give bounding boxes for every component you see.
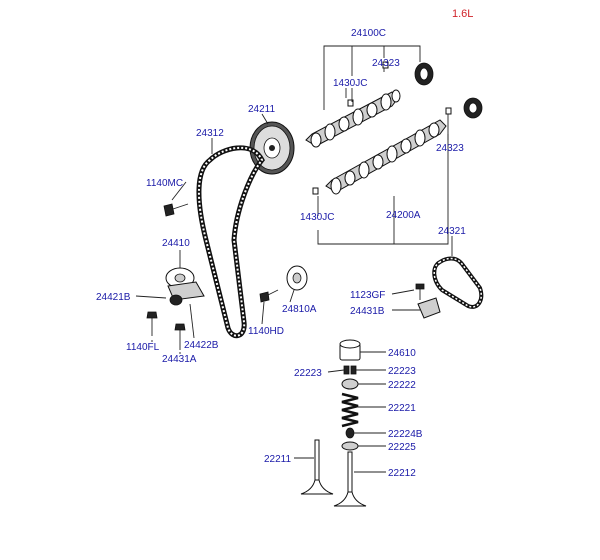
label-24211: 24211 xyxy=(248,104,276,115)
label-24323-right: 24323 xyxy=(436,143,464,154)
label-22212: 22212 xyxy=(388,468,416,479)
label-1430jc-top: 1430JC xyxy=(333,78,367,89)
label-22224b: 22224B xyxy=(388,429,423,440)
label-24610: 24610 xyxy=(388,348,416,359)
timing-belt xyxy=(196,145,265,339)
bolt-1140fl xyxy=(146,311,158,336)
bolt-1140mc xyxy=(163,203,189,217)
camshaft-group-bracket xyxy=(317,45,449,245)
exhaust-valve xyxy=(300,439,334,495)
balance-shaft-belt xyxy=(432,256,484,309)
balance-tensioner-bracket xyxy=(417,297,441,319)
lower-oil-seal xyxy=(463,97,483,119)
hydraulic-lifter xyxy=(339,339,361,361)
belt-tensioner xyxy=(165,267,205,306)
leader-lines xyxy=(135,68,453,473)
intake-valve xyxy=(333,451,367,507)
label-24312: 24312 xyxy=(196,128,224,139)
label-1123gf: 1123GF xyxy=(350,290,385,301)
label-22223-left: 22223 xyxy=(294,368,322,379)
label-22211: 22211 xyxy=(264,454,292,465)
label-1430jc-bottom: 1430JC xyxy=(300,212,334,223)
label-24200a: 24200A xyxy=(386,210,421,221)
bolt-1123gf xyxy=(415,283,425,300)
valve-stem-seal xyxy=(345,427,355,439)
label-24421b: 24421B xyxy=(96,292,131,303)
upper-oil-seal xyxy=(414,62,434,86)
label-22221: 22221 xyxy=(388,403,416,414)
valve-keepers xyxy=(343,365,357,375)
label-24810a: 24810A xyxy=(282,304,317,315)
label-22225: 22225 xyxy=(388,442,416,453)
lower-camshaft xyxy=(325,119,447,195)
bolt-1140hd xyxy=(259,289,279,303)
label-1140hd: 1140HD xyxy=(248,326,284,337)
label-24321: 24321 xyxy=(438,226,466,237)
label-24100c: 24100C xyxy=(351,28,386,39)
label-1140mc: 1140MC xyxy=(146,178,183,189)
idler-pulley xyxy=(286,265,308,291)
label-1140fl: 1140FL xyxy=(126,342,160,353)
dowel-pins xyxy=(312,61,452,195)
bolt-24431a xyxy=(174,323,186,350)
spring-seat xyxy=(341,441,359,451)
label-24431a: 24431A xyxy=(162,354,197,365)
label-24323-top: 24323 xyxy=(372,58,400,69)
label-22223-right: 22223 xyxy=(388,366,416,377)
label-22222: 22222 xyxy=(388,380,416,391)
label-24410: 24410 xyxy=(162,238,190,249)
upper-camshaft xyxy=(305,89,401,148)
label-24422b: 24422B xyxy=(184,340,219,351)
valve-spring xyxy=(341,392,359,428)
spring-retainer xyxy=(341,378,359,390)
engine-label: 1.6L xyxy=(452,8,473,20)
label-24431b: 24431B xyxy=(350,306,385,317)
